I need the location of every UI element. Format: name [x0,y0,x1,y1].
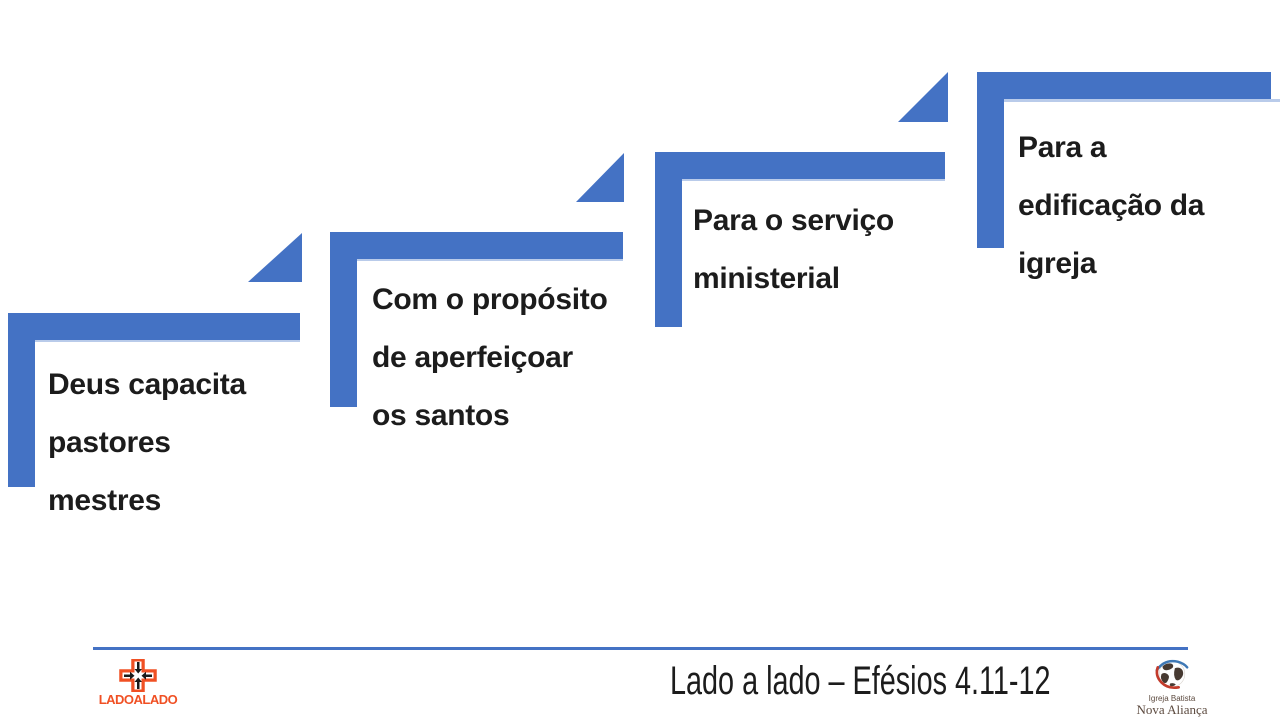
nova-alianca-title: Nova Aliança [1136,702,1208,717]
step-label-line: pastores [48,426,171,459]
step-3-label: Para o serviço ministerial [693,192,894,308]
step-label-line: igreja [1018,247,1097,280]
step-4-label: Para a edificação da igreja [1018,119,1204,293]
step-1-bracket-horizontal [8,313,300,340]
step-up-arrow-icon [576,153,624,202]
step-label-line: Deus capacita [48,368,246,401]
step-4-bracket-horizontal [977,72,1271,99]
step-label-line: Para o serviço [693,204,894,237]
step-3-bracket-vertical [655,152,682,327]
nova-alianca-globe-icon [1155,659,1189,690]
step-3-bracket-horizontal [655,152,945,179]
footer-divider-line [93,647,1188,650]
lado-a-lado-cross-icon [119,659,157,692]
step-2-bracket-shadow [330,259,623,261]
step-up-arrow-icon [898,72,948,122]
nova-alianca-logo: Igreja Batista Nova Aliança [1120,655,1224,717]
step-2-bracket-vertical [330,232,357,407]
step-up-arrow-icon [248,233,302,282]
step-2-bracket-horizontal [330,232,623,259]
step-label-line: mestres [48,484,161,517]
step-2-label: Com o propósito de aperfeiçoar os santos [372,271,608,445]
step-4-bracket-shadow [977,99,1280,102]
step-label-line: Para a [1018,131,1107,164]
step-label-line: de aperfeiçoar [372,341,573,374]
step-4-bracket-vertical [977,72,1004,248]
step-label-line: edificação da [1018,189,1205,222]
lado-a-lado-logo: LADOALADO [98,659,178,706]
footer-reference-wrap: Lado a lado – Efésios 4.11-12 [560,658,1160,704]
step-1-label: Deus capacita pastores mestres [48,356,246,530]
footer-reference-text: Lado a lado – Efésios 4.11-12 [669,659,1051,703]
step-label-line: ministerial [693,262,840,295]
step-1-bracket-vertical [8,313,35,487]
step-label-line: os santos [372,399,510,432]
step-1-bracket-shadow [8,340,300,342]
step-label-line: Com o propósito [372,283,608,316]
lado-a-lado-wordmark: LADOALADO [98,692,178,707]
step-3-bracket-shadow [655,179,945,181]
nova-alianca-subtitle: Igreja Batista [1148,694,1196,703]
